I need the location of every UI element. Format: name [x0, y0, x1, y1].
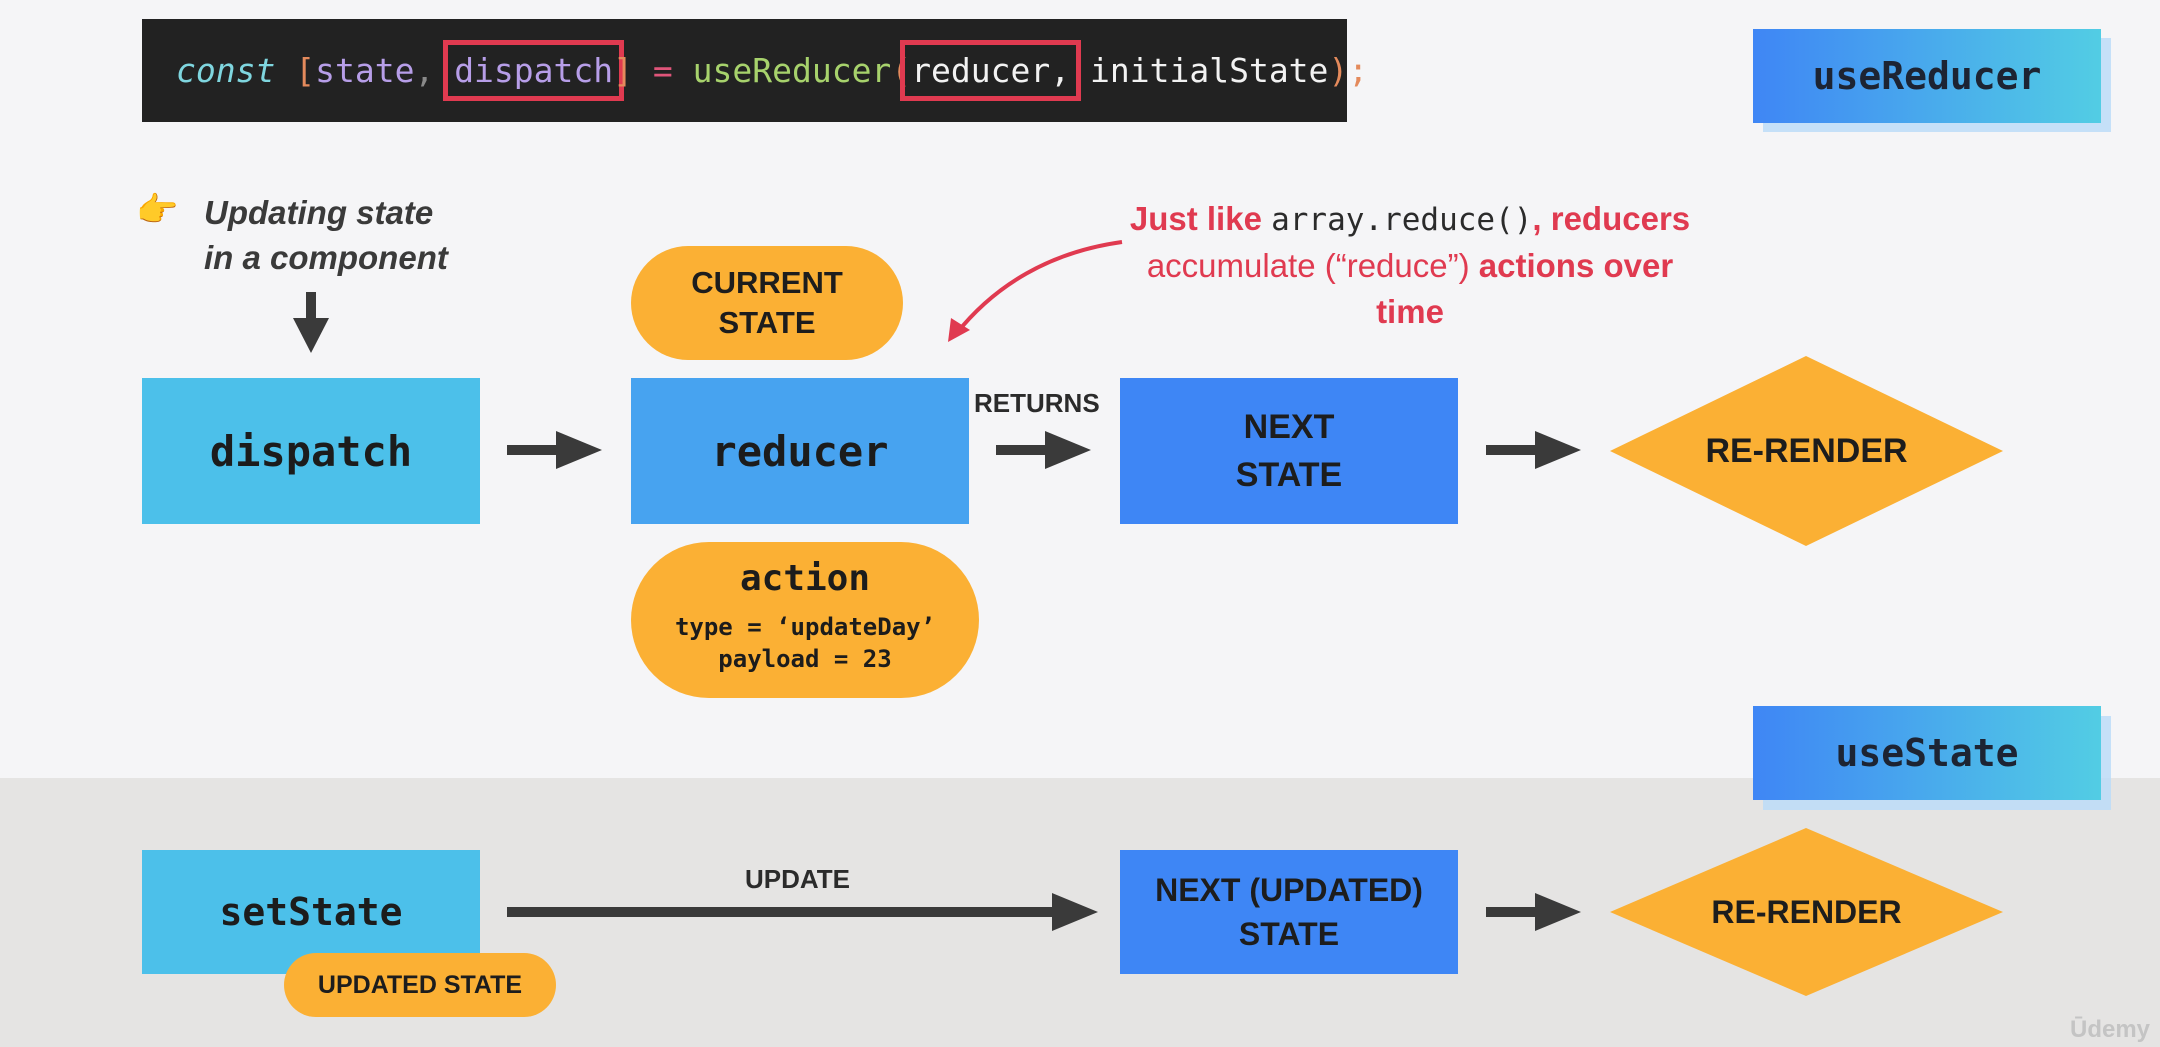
code-paren-open: ( — [891, 51, 912, 90]
setstate-rerender-label: RE-RENDER — [1711, 893, 1902, 930]
action-payload: payload = 23 — [718, 645, 892, 673]
code-comma: , — [414, 51, 455, 90]
update-label: UPDATE — [745, 864, 850, 894]
code-paren-close: ); — [1328, 51, 1369, 90]
code-equals: = — [633, 51, 693, 90]
current-state-pill: CURRENT STATE — [631, 246, 903, 360]
dispatch-box: dispatch — [142, 378, 480, 524]
long-arrow-shaft — [507, 907, 1055, 917]
reducer-box: reducer — [631, 378, 969, 524]
action-title: action — [739, 558, 871, 599]
code-bracket-close: ] — [613, 51, 634, 90]
updated-state-pill: UPDATED STATE — [284, 953, 556, 1017]
returns-label: RETURNS — [974, 388, 1100, 418]
right-arrow-icon-3 — [1535, 431, 1581, 469]
right-arrow-icon-2 — [1045, 431, 1091, 469]
pointing-hand-icon: 👉 — [136, 191, 179, 229]
action-type: type = ‘updateDay’ — [674, 613, 936, 641]
code-snippet: const [state, dispatch] = useReducer(red… — [142, 19, 1368, 122]
action-pill: action type = ‘updateDay’ payload = 23 — [631, 542, 979, 698]
down-arrow-icon — [293, 318, 329, 353]
setstate-rerender-diamond — [1610, 828, 2003, 996]
right-arrow-icon-5 — [1535, 893, 1581, 931]
reduce-note-line-2: accumulate (“reduce”) actions over time — [1146, 247, 1674, 330]
next-updated-state-box: NEXT (UPDATED) STATE — [1120, 850, 1458, 974]
intro-text: Updating state in a component — [204, 190, 448, 280]
code-dispatch-highlight: dispatch — [443, 40, 625, 101]
right-arrow-icon-4 — [1052, 893, 1098, 931]
code-initialstate: initialState — [1070, 51, 1329, 90]
code-reducer-highlight: reducer, — [900, 40, 1082, 101]
udemy-watermark: Ūdemy — [2070, 1016, 2151, 1043]
intro-line-1: Updating state — [204, 194, 434, 231]
arrow-shaft-2 — [996, 445, 1048, 455]
code-usereducer: useReducer — [692, 51, 892, 90]
array-reduce-code: array.reduce() — [1271, 202, 1533, 238]
next-state-box: NEXT STATE — [1120, 378, 1458, 524]
rerender-label: RE-RENDER — [1705, 431, 1908, 470]
reduce-note: Just like array.reduce(), reducers accum… — [1120, 196, 1700, 335]
rerender-diamond — [1610, 356, 2003, 546]
down-arrow-shaft — [306, 292, 316, 322]
arrow-shaft-1 — [507, 445, 559, 455]
reduce-note-line-1: Just like array.reduce(), reducers — [1129, 200, 1691, 238]
arrow-shaft-3 — [1486, 445, 1538, 455]
right-arrow-icon-1 — [556, 431, 602, 469]
code-state: state — [315, 51, 415, 90]
code-bracket-open: [ — [275, 51, 316, 90]
use-reducer-tag: useReducer — [1753, 29, 2101, 123]
curved-red-arrow-icon — [948, 240, 1123, 342]
intro-line-2: in a component — [204, 239, 448, 276]
use-state-tag: useState — [1753, 706, 2101, 800]
arrow-shaft-5 — [1486, 907, 1538, 917]
code-const: const — [176, 51, 276, 90]
